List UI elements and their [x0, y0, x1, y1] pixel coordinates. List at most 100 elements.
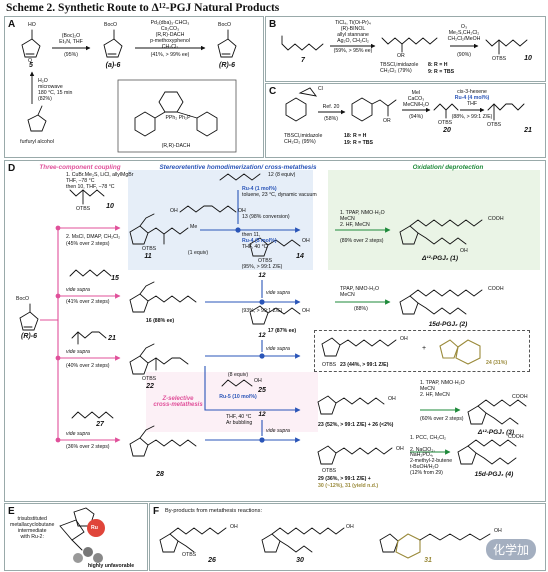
- d-o1: 1. TPAP, NMO·H₂O MeCN 2. HF, MeCN: [340, 210, 385, 228]
- b-r9: 9: R = TBS: [428, 69, 455, 75]
- d-plus: +: [422, 345, 427, 352]
- d-p3: Δ¹²-PGJ₃ (3): [477, 429, 515, 436]
- compound-15: [69, 269, 112, 277]
- c-otbs-21: OTBS: [487, 122, 502, 128]
- a-o-5: O: [28, 58, 33, 64]
- d-then11: then 11,: [242, 232, 261, 238]
- d-cmp11: 11: [144, 253, 152, 260]
- c-yield3: (94%): [409, 114, 423, 120]
- d-boco: BocO: [16, 296, 29, 302]
- d-y41: (41% over 2 steps): [66, 299, 110, 305]
- a-cmp5: 5: [29, 62, 33, 69]
- a-boco-1: BocO: [104, 22, 117, 28]
- compound-7: [281, 35, 324, 51]
- d-y36: (36% over 2 steps): [66, 444, 110, 450]
- d-oh-17: OH: [302, 308, 310, 314]
- d-vs-6: vide supra: [266, 428, 290, 434]
- ligand-box: [117, 79, 237, 153]
- d-c2y: (45% over 2 steps): [66, 241, 110, 247]
- d-cmp12-4: 12: [258, 411, 266, 418]
- compound-20: [433, 103, 459, 119]
- f-otbs-26: OTBS: [182, 552, 197, 558]
- d-vs-5: vide supra: [266, 346, 290, 352]
- d-vs-3: vide supra: [66, 431, 90, 437]
- dach-ligand: [134, 91, 218, 137]
- e-desc: trisubstituted metallacyclobutane interm…: [10, 516, 55, 540]
- panel-e-label: E: [8, 506, 15, 517]
- d-cmp13: 13 (98% conversion): [242, 214, 290, 220]
- d-o2y: (88%): [354, 306, 368, 312]
- d-c1: 1. CuBr.Me₂S, LiCl, allylMgBr THF, −78 °…: [66, 172, 134, 190]
- product-3: [467, 399, 527, 425]
- c-r18: 18: R = H: [344, 133, 367, 139]
- d-cmp21: 21: [108, 335, 116, 342]
- d-cmp10: 10: [106, 203, 114, 210]
- compound-13: [179, 205, 237, 213]
- c-cond3: MeI CaCO₃ MeCN/H₂O: [403, 90, 429, 108]
- panel-f: F: [149, 503, 546, 571]
- a-yield2: (41%, > 99% ee): [150, 52, 190, 58]
- f-oh-31: OH: [494, 528, 502, 534]
- a-cond2: Pd₂(dba)₃·CHCl₃ Cs₂CO₃ (R,R)-DACH p-meth…: [150, 20, 190, 50]
- a-cmpr6: (R)-6: [219, 62, 235, 69]
- d-cmp27: 27: [96, 421, 104, 428]
- panel-b-label: B: [269, 19, 277, 30]
- c-cl: Cl: [318, 86, 323, 92]
- d-y23b: 23 (52%, > 99:1 Z/E) + 26 (<2%): [318, 422, 394, 428]
- d-otbs-22: OTBS: [142, 376, 157, 382]
- d-o4: 1. PCC, CH₂Cl₂ 2. NaClO₂, NaH₂PO₄, 2-met…: [410, 435, 453, 476]
- d-otbs-29: OTBS: [322, 468, 337, 474]
- d-me: Me: [190, 224, 198, 230]
- c-cmp21: 21: [524, 127, 532, 134]
- d-cmp22: 22: [146, 383, 154, 390]
- d-o1y: (89% over 2 steps): [340, 238, 384, 244]
- compound-24: [439, 339, 481, 365]
- d-hdr3: Oxidation/ deprotection: [412, 164, 484, 171]
- zselective-region: [146, 372, 318, 432]
- compound-23b: [317, 395, 385, 415]
- a-cond3: H₂O microwave 180 °C, 15 min (82%): [38, 78, 73, 102]
- d-p1: Δ¹²-PGJ₂ (1): [421, 255, 459, 262]
- d-oh-13a: OH: [170, 208, 178, 214]
- d-o3y: (60% over 2 steps): [420, 416, 464, 422]
- product-1: [399, 219, 483, 245]
- d-p2: 15d-PGJ₂ (2): [428, 321, 468, 328]
- compound-29: [317, 445, 393, 465]
- panel-a: A: [4, 16, 264, 158]
- d-oh-1: OH: [460, 248, 468, 254]
- d-cooh-4: COOH: [508, 434, 524, 440]
- a-furfuryl: furfuryl alcohol: [20, 139, 54, 145]
- compound-25: [221, 379, 253, 387]
- compound-14: [249, 237, 301, 257]
- c-cond2: TBSCl,imidazole CH₂Cl₂ (95%): [284, 133, 323, 145]
- d-cmp17: 17 (87% ee): [267, 328, 297, 334]
- d-ee16: 16 (88% ee): [145, 318, 175, 324]
- d-cmp12-3: 12: [258, 332, 266, 339]
- homodimerization-region: [128, 170, 313, 270]
- d-ru5: Ru-5 (10 mol%): [219, 394, 257, 400]
- compound-23: [321, 337, 397, 357]
- product-4: [457, 439, 517, 465]
- c-ref: Ref. 20: [322, 104, 340, 110]
- metallacyclobutane: [59, 507, 105, 563]
- b-cmp7: 7: [301, 57, 305, 64]
- furfuryl-alcohol: [27, 105, 47, 132]
- d-otbs-23: OTBS: [322, 362, 337, 368]
- panel-a-label: A: [8, 19, 16, 30]
- d-y23: 23 (44%, > 99:1 Z/E): [340, 362, 389, 368]
- a-yield1: (95%): [64, 52, 78, 58]
- d-cooh-3: COOH: [512, 394, 528, 400]
- d-ru4a2: toluene, 23 °C, dynamic vacuum: [242, 192, 317, 198]
- d-y17a: (93%, > 99:1 Z/E): [241, 308, 283, 314]
- d-hdr2: Stereoretentive homodimerization/ cross-…: [159, 164, 317, 171]
- d-cmp25: 25: [258, 387, 266, 394]
- compound-5: [21, 29, 41, 58]
- compound-17: [249, 305, 301, 325]
- d-vs-2: vide supra: [66, 349, 90, 355]
- d-o3: 1. TPAP, NMO·H₂O MeCN 2. HF, MeCN: [420, 380, 465, 398]
- d-oh-23b: OH: [388, 396, 396, 402]
- d-oh-14: OH: [302, 238, 310, 244]
- f-oh-30: OH: [346, 524, 354, 530]
- c-otbs-20: OTBS: [438, 120, 453, 126]
